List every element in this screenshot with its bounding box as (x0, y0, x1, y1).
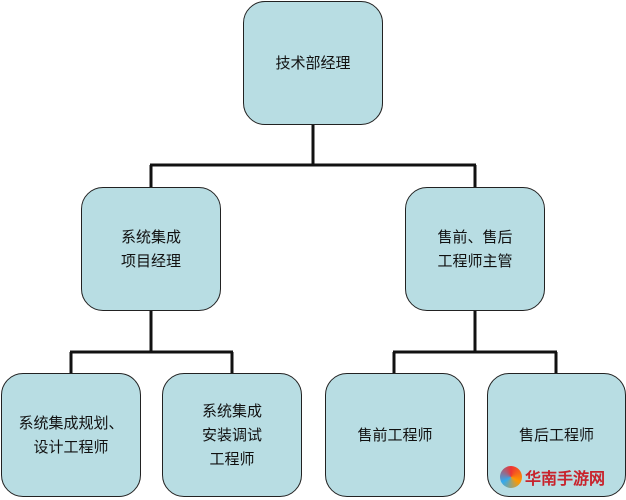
node-si-project-manager: 系统集成 项目经理 (81, 187, 221, 311)
node-presales-engineer: 售前工程师 (325, 373, 465, 497)
watermark-logo-icon (500, 466, 522, 488)
node-technical-manager: 技术部经理 (243, 1, 383, 125)
watermark-text: 华南手游网 (525, 469, 606, 488)
node-presales-aftersales-lead: 售前、售后 工程师主管 (405, 187, 545, 311)
node-si-planning-engineer: 系统集成规划、 设计工程师 (1, 373, 141, 497)
watermark: 华南手游网 (500, 465, 605, 489)
node-si-install-engineer: 系统集成 安装调试 工程师 (162, 373, 302, 497)
